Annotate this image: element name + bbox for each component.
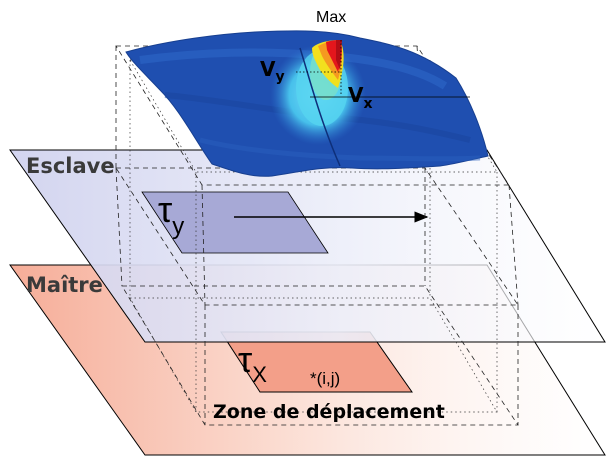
tau-x-sub: X	[252, 362, 267, 387]
tau-x-label: τX	[238, 339, 267, 387]
vx-label: Vx	[348, 83, 373, 112]
maitre-label: Maître	[26, 273, 103, 297]
esclave-plane-group	[9, 149, 606, 343]
vy-label: Vy	[260, 57, 285, 85]
vx-base: V	[348, 83, 364, 107]
ij-label: *(i,j)	[310, 369, 340, 388]
max-label: Max	[316, 9, 346, 26]
zone-deplacement-label: Zone de déplacement	[213, 401, 445, 423]
tau-y-label: τy	[158, 189, 184, 240]
stress-surface	[125, 30, 489, 177]
projection-dotted-box	[129, 59, 498, 413]
tau-x-base: τ	[238, 339, 252, 380]
tau-y-base: τ	[158, 189, 172, 230]
vy-base: V	[260, 57, 276, 81]
esclave-label: Esclave	[26, 154, 115, 178]
vy-sub: y	[275, 69, 284, 85]
tau-y-rect	[141, 191, 329, 254]
vx-sub: x	[363, 96, 372, 112]
tau-y-sub: y	[172, 213, 184, 240]
